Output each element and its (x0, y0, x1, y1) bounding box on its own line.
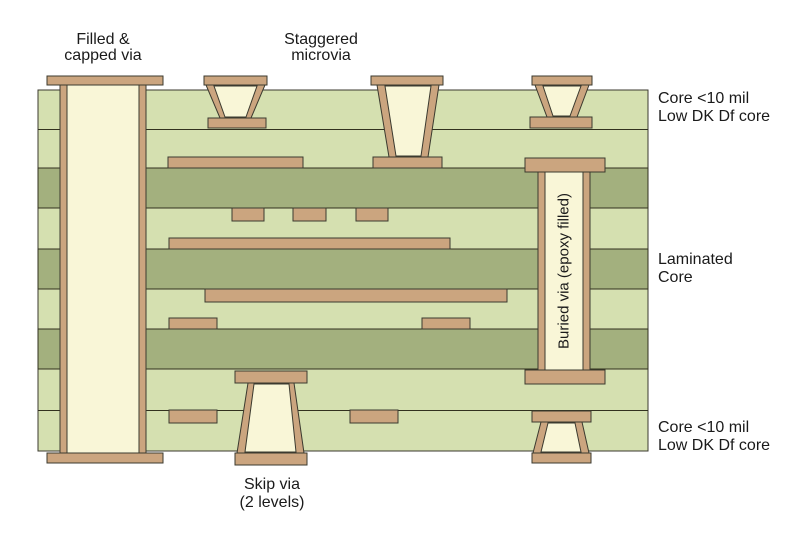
microvia-pad-top (370, 75, 444, 86)
label-line: Filled & (76, 31, 130, 48)
label-line: capped via (64, 47, 141, 64)
label-line: Laminated (658, 251, 733, 268)
staggered-microvia-large (370, 75, 444, 169)
buried-via: Buried via (epoxy filled) (524, 157, 606, 385)
trace (168, 409, 218, 424)
label-line: Low DK Df core (658, 437, 770, 454)
filled-capped-via (46, 75, 164, 464)
label-line: Core <10 mil (658, 90, 749, 107)
microvia-fill (540, 422, 582, 453)
microvia-pad-bottom (207, 117, 267, 129)
inner-copper-traces (167, 156, 508, 424)
buried-via-label: Buried via (epoxy filled) (556, 193, 573, 349)
trace (168, 317, 218, 330)
trace (421, 317, 471, 330)
microvia-pad-top (203, 75, 268, 86)
via-wall-left (537, 171, 546, 371)
label-line: (2 levels) (240, 494, 305, 511)
annotations: Filled & capped via Staggered microvia C… (64, 31, 770, 511)
microvia-pad-bottom (372, 156, 443, 169)
skip-via (234, 370, 308, 466)
microvia-top-right (529, 75, 593, 129)
trace (355, 207, 389, 222)
label-line: microvia (291, 47, 351, 64)
staggered-microvia-small (203, 75, 268, 129)
via-cap-top (46, 75, 164, 86)
microvia-fill (542, 85, 582, 117)
label-line: Core (658, 269, 693, 286)
label-staggered-microvia: Staggered microvia (284, 31, 358, 64)
microvia-pad-top (531, 75, 593, 86)
via-fill (59, 84, 147, 454)
label-laminated-core: Laminated Core (658, 251, 733, 286)
via-cap-bottom (46, 452, 164, 464)
microvia-bottom-right (531, 410, 592, 464)
label-core-bottom: Core <10 mil Low DK Df core (658, 419, 770, 454)
label-line: Core <10 mil (658, 419, 749, 436)
microvia-pad-top (531, 410, 592, 423)
skip-via-pad-top (234, 370, 308, 384)
microvia-fill (384, 85, 432, 157)
skip-via-fill (244, 383, 297, 453)
label-line: Skip via (244, 476, 300, 493)
label-line: Low DK Df core (658, 108, 770, 125)
via-pad-top (524, 157, 606, 173)
via-wall-left (59, 84, 68, 454)
microvia-fill (213, 85, 258, 118)
microvia-pad-bottom (529, 116, 593, 129)
via-wall-right (138, 84, 147, 454)
skip-via-pad-bottom (234, 452, 308, 466)
label-skip-via: Skip via (2 levels) (240, 476, 305, 511)
trace (292, 207, 327, 222)
microvia-pad-bottom (531, 452, 592, 464)
label-core-top: Core <10 mil Low DK Df core (658, 90, 770, 125)
via-wall-right (582, 171, 591, 371)
trace (167, 156, 304, 169)
label-filled-capped-via: Filled & capped via (64, 31, 141, 64)
trace (204, 288, 508, 303)
trace (231, 207, 265, 222)
via-pad-bottom (524, 369, 606, 385)
label-line: Staggered (284, 31, 358, 48)
trace (168, 237, 451, 250)
trace (349, 409, 399, 424)
